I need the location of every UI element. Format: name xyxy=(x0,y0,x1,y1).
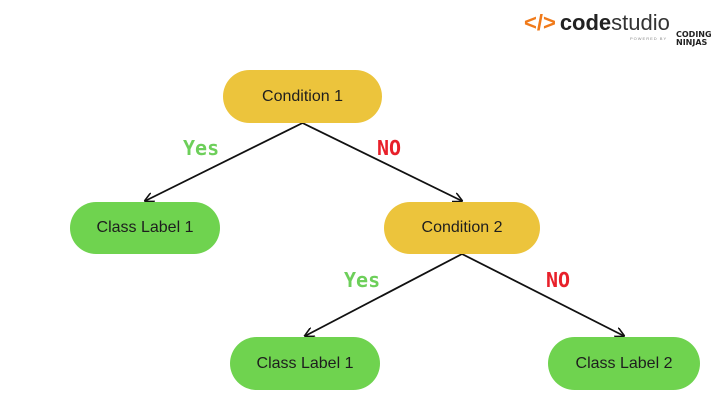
logo-text-bold: code xyxy=(559,10,612,35)
codestudio-logo: </> codestudio POWERED BY CODING NINJAS xyxy=(524,10,712,47)
class-label-node: Class Label 2 xyxy=(548,337,700,390)
class-label-node: Class Label 1 xyxy=(230,337,380,390)
code-brackets-icon: </> xyxy=(524,10,556,35)
coding-ninjas-logo: CODING NINJAS xyxy=(676,30,712,47)
edge-arrow xyxy=(461,253,624,336)
node-label: Class Label 2 xyxy=(575,354,673,372)
yes-label: Yes xyxy=(344,268,381,292)
logo-text-light: studio xyxy=(611,10,670,35)
edge-arrow xyxy=(302,122,463,201)
condition-node: Condition 1 xyxy=(223,70,382,123)
no-label: NO xyxy=(377,136,402,160)
yes-label: Yes xyxy=(183,136,220,160)
edge-arrow xyxy=(145,122,303,201)
edge-arrow xyxy=(305,253,463,336)
node-label: Class Label 1 xyxy=(96,219,194,236)
powered-by-text: POWERED BY xyxy=(630,36,668,41)
class-label-node: Class Label 1 xyxy=(70,202,220,254)
node-label: Condition 2 xyxy=(421,219,503,236)
node-label: Condition 1 xyxy=(262,87,343,105)
logo-text: codestudio xyxy=(560,10,670,36)
node-label: Class Label 1 xyxy=(256,354,354,372)
no-label: NO xyxy=(546,268,571,292)
condition-node: Condition 2 xyxy=(384,202,540,254)
